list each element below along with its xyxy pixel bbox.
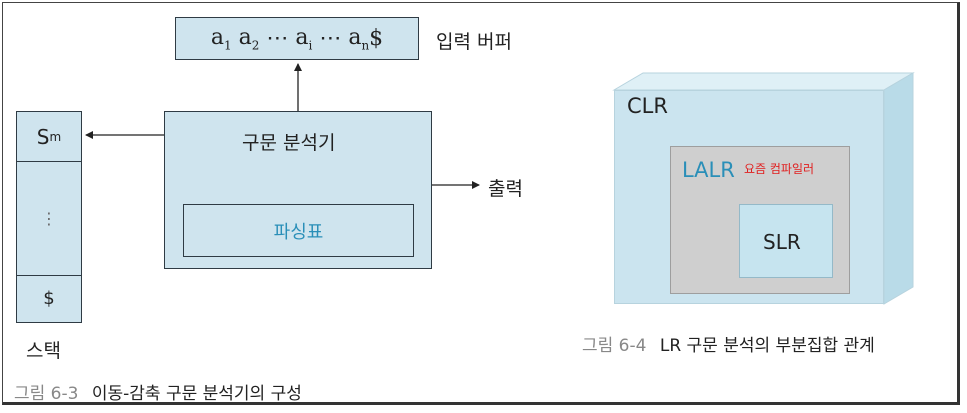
buffer-a1: a1 — [210, 24, 232, 53]
slr-cube — [739, 204, 833, 278]
modern-compiler-annotation: 요즘 컴파일러 — [744, 162, 815, 176]
caption-figure-6-4: 그림 6-4 LR 구문 분석의 부분집합 관계 — [582, 331, 875, 356]
buffer-a2: a2 — [238, 24, 260, 53]
caption-figure-6-3: 그림 6-3 이동-감축 구문 분석기의 구성 — [14, 379, 302, 404]
parsing-table: 파싱표 — [183, 204, 414, 257]
caption-6-3-number: 그림 6-3 — [14, 384, 79, 404]
slr-label: SLR — [763, 230, 801, 254]
clr-cube-side — [883, 72, 914, 305]
input-buffer: a1 a2 ⋯ ai ⋯ an $ — [175, 17, 419, 60]
input-buffer-label: 입력 버퍼 — [436, 31, 512, 53]
clr-cube-top — [612, 72, 915, 91]
stack-label: 스택 — [26, 340, 61, 362]
stack-middle-cell: ⋮ — [17, 162, 81, 276]
lalr-label: LALR — [682, 158, 735, 182]
figure-frame — [2, 2, 960, 405]
caption-6-3-text: 이동-감축 구문 분석기의 구성 — [91, 384, 302, 404]
buffer-ellipsis-1: ⋯ — [266, 26, 289, 51]
caption-6-4-number: 그림 6-4 — [582, 336, 647, 356]
caption-6-4-text: LR 구문 분석의 부분집합 관계 — [659, 336, 875, 356]
parser-label: 구문 분석기 — [242, 132, 336, 154]
buffer-an: an — [348, 24, 370, 53]
buffer-ellipsis-2: ⋯ — [319, 26, 342, 51]
buffer-end-marker: $ — [369, 26, 384, 51]
clr-label: CLR — [627, 94, 668, 118]
stack-bottom-cell: $ — [43, 288, 55, 309]
output-label: 출력 — [488, 178, 523, 200]
buffer-ai: ai — [295, 24, 313, 53]
